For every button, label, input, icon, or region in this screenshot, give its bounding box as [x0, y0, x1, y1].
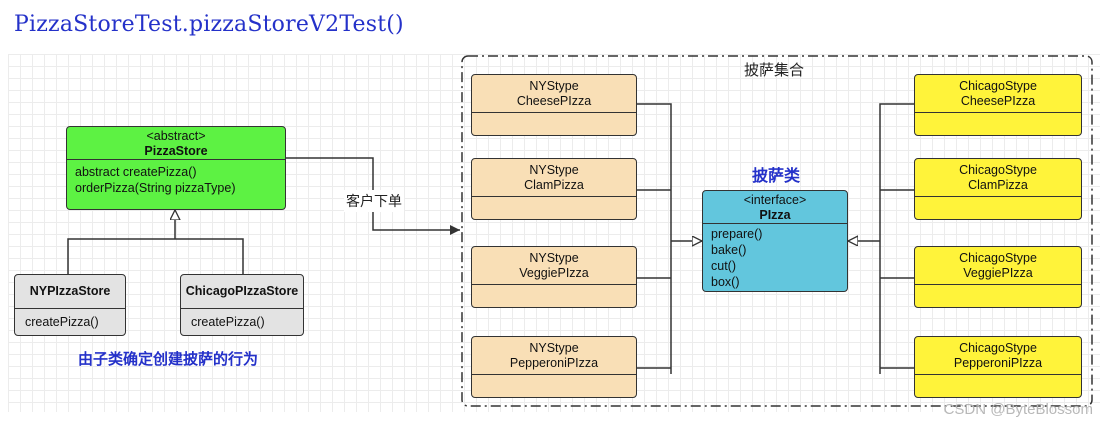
- chicago-pizza-store-class[interactable]: ChicagoPIzzaStore createPizza(): [180, 274, 304, 336]
- watermark: CSDN @ByteBlossom: [943, 401, 1093, 418]
- method: bake(): [711, 243, 747, 257]
- ny-pepperoni-pizza-class[interactable]: NYStype PepperoniPIzza: [471, 336, 637, 398]
- stereotype-label: <abstract>: [146, 129, 206, 143]
- ny-clam-pizza-class[interactable]: NYStype ClamPizza: [471, 158, 637, 220]
- stereotype-label: <interface>: [743, 193, 807, 207]
- pizza-group-border: [461, 55, 1093, 407]
- class-name-line2: PepperoniPIzza: [953, 356, 1043, 370]
- class-name-line2: ClamPizza: [524, 178, 584, 192]
- ny-veggie-pizza-class[interactable]: NYStype VeggiePIzza: [471, 246, 637, 308]
- class-name-line1: NYStype: [529, 79, 579, 93]
- ny-cheese-pizza-class[interactable]: NYStype CheesePIzza: [471, 74, 637, 136]
- class-name-line1: NYStype: [529, 163, 579, 177]
- group-label: 披萨集合: [744, 62, 805, 79]
- pizza-interface[interactable]: <interface> PIzza prepare() bake() cut()…: [702, 190, 848, 292]
- ny-pizza-store-class[interactable]: NYPIzzaStore createPizza(): [14, 274, 126, 336]
- method: orderPizza(String pizzaType): [75, 181, 236, 195]
- class-name: NYPIzzaStore: [15, 275, 125, 309]
- class-name-line1: ChicagoStype: [959, 163, 1037, 177]
- class-name-line2: CheesePIzza: [960, 94, 1036, 108]
- class-name-line2: ClamPizza: [968, 178, 1028, 192]
- method: abstract createPizza(): [75, 165, 197, 179]
- method: createPizza(): [191, 315, 265, 329]
- class-name-line2: VeggiePIzza: [963, 266, 1033, 280]
- page-title: PizzaStoreTest.pizzaStoreV2Test(): [14, 12, 404, 37]
- method: box(): [711, 275, 740, 289]
- pizza-class-label: 披萨类: [752, 168, 801, 185]
- interface-name: PIzza: [759, 208, 791, 222]
- class-name: ChicagoPIzzaStore: [181, 275, 303, 309]
- chicago-veggie-pizza-class[interactable]: ChicagoStype VeggiePIzza: [914, 246, 1082, 308]
- class-name-line2: CheesePIzza: [516, 94, 592, 108]
- order-label: 客户下单: [344, 190, 404, 212]
- diagram-canvas: <abstract> PizzaStore abstract createPiz…: [8, 54, 1100, 412]
- pizza-store-class[interactable]: <abstract> PizzaStore abstract createPiz…: [66, 126, 286, 210]
- class-name-line2: VeggiePIzza: [519, 266, 589, 280]
- method: cut(): [711, 259, 736, 273]
- method: createPizza(): [25, 315, 99, 329]
- chicago-clam-pizza-class[interactable]: ChicagoStype ClamPizza: [914, 158, 1082, 220]
- chicago-pepperoni-pizza-class[interactable]: ChicagoStype PepperoniPIzza: [914, 336, 1082, 398]
- store-inheritance-line: [67, 210, 244, 274]
- class-name-line1: ChicagoStype: [959, 251, 1037, 265]
- subclass-note: 由子类确定创建披萨的行为: [78, 351, 259, 368]
- ny-pizza-links: [637, 103, 702, 374]
- chicago-cheese-pizza-class[interactable]: ChicagoStype CheesePIzza: [914, 74, 1082, 136]
- method: prepare(): [711, 227, 763, 241]
- class-name: PizzaStore: [144, 144, 208, 158]
- class-name-line1: NYStype: [529, 251, 579, 265]
- class-name-line2: PepperoniPIzza: [509, 356, 599, 370]
- class-name-line1: ChicagoStype: [959, 79, 1037, 93]
- class-name-line1: NYStype: [529, 341, 579, 355]
- chicago-pizza-links: [848, 103, 914, 374]
- class-name-line1: ChicagoStype: [959, 341, 1037, 355]
